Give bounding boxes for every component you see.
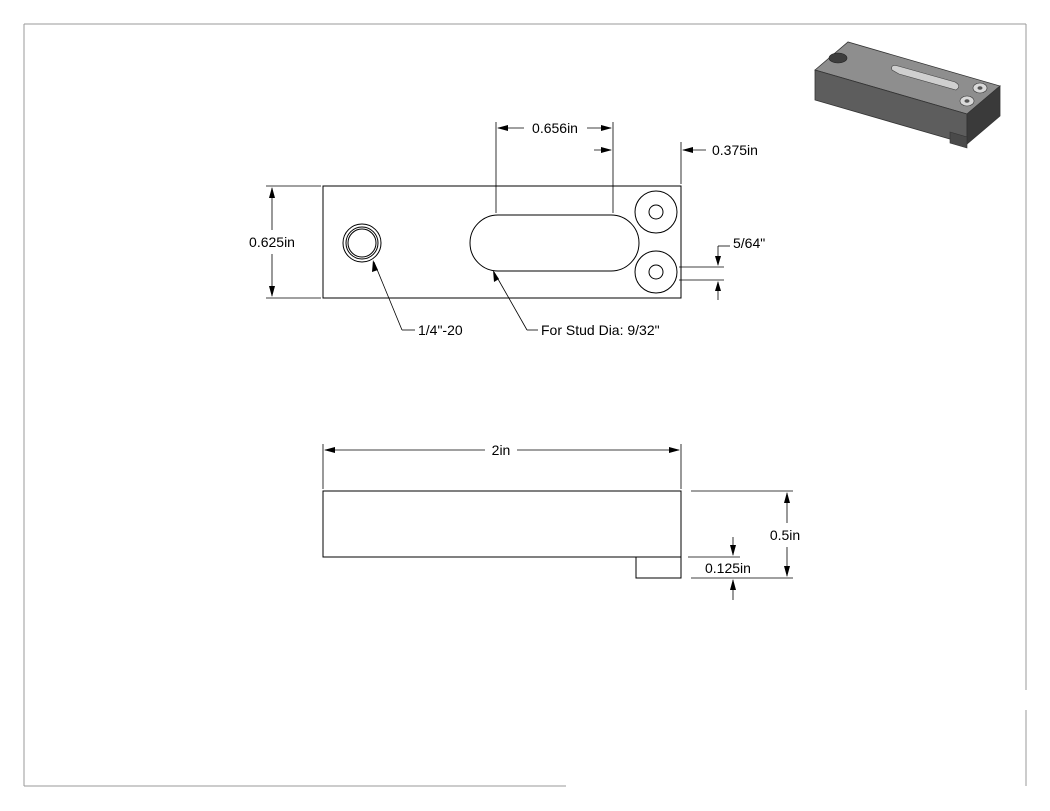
label-thread: 1/4"-20 bbox=[418, 322, 463, 338]
label-length: 2in bbox=[492, 442, 511, 458]
stud-slot bbox=[469, 214, 640, 272]
counterbored-hole-bottom bbox=[634, 250, 678, 294]
side-view-step bbox=[635, 556, 682, 579]
dimension-length: 2in bbox=[322, 442, 682, 489]
dimension-slot-length: 0.656in bbox=[495, 120, 614, 213]
threaded-hole bbox=[342, 223, 382, 263]
label-slot-length: 0.656in bbox=[532, 120, 578, 136]
sheet-border bbox=[23, 23, 1027, 787]
isometric-preview bbox=[814, 41, 1001, 149]
label-width: 0.625in bbox=[249, 234, 295, 250]
label-height: 0.5in bbox=[770, 527, 800, 543]
label-step: 0.125in bbox=[705, 560, 751, 576]
dimension-height: 0.5in bbox=[691, 490, 800, 579]
side-view-body bbox=[322, 490, 682, 558]
dimension-step: 0.125in bbox=[688, 537, 751, 600]
leader-slot-callout: For Stud Dia: 9/32" bbox=[493, 270, 660, 338]
dimension-hole-gap: 5/64" bbox=[679, 235, 765, 300]
counterbored-hole-top bbox=[634, 190, 678, 234]
dimension-width: 0.625in bbox=[249, 185, 321, 299]
dimension-edge-offset: 0.375in bbox=[594, 142, 758, 184]
top-view-outline bbox=[322, 185, 682, 299]
label-edge-offset: 0.375in bbox=[712, 142, 758, 158]
label-stud-slot: For Stud Dia: 9/32" bbox=[541, 322, 660, 338]
label-hole-gap: 5/64" bbox=[733, 235, 765, 251]
top-view: 0.656in 0.375in 0.625in bbox=[249, 120, 765, 338]
leader-thread-callout: 1/4"-20 bbox=[372, 260, 463, 338]
side-view: 2in 0.5in 0.125in bbox=[322, 442, 800, 600]
